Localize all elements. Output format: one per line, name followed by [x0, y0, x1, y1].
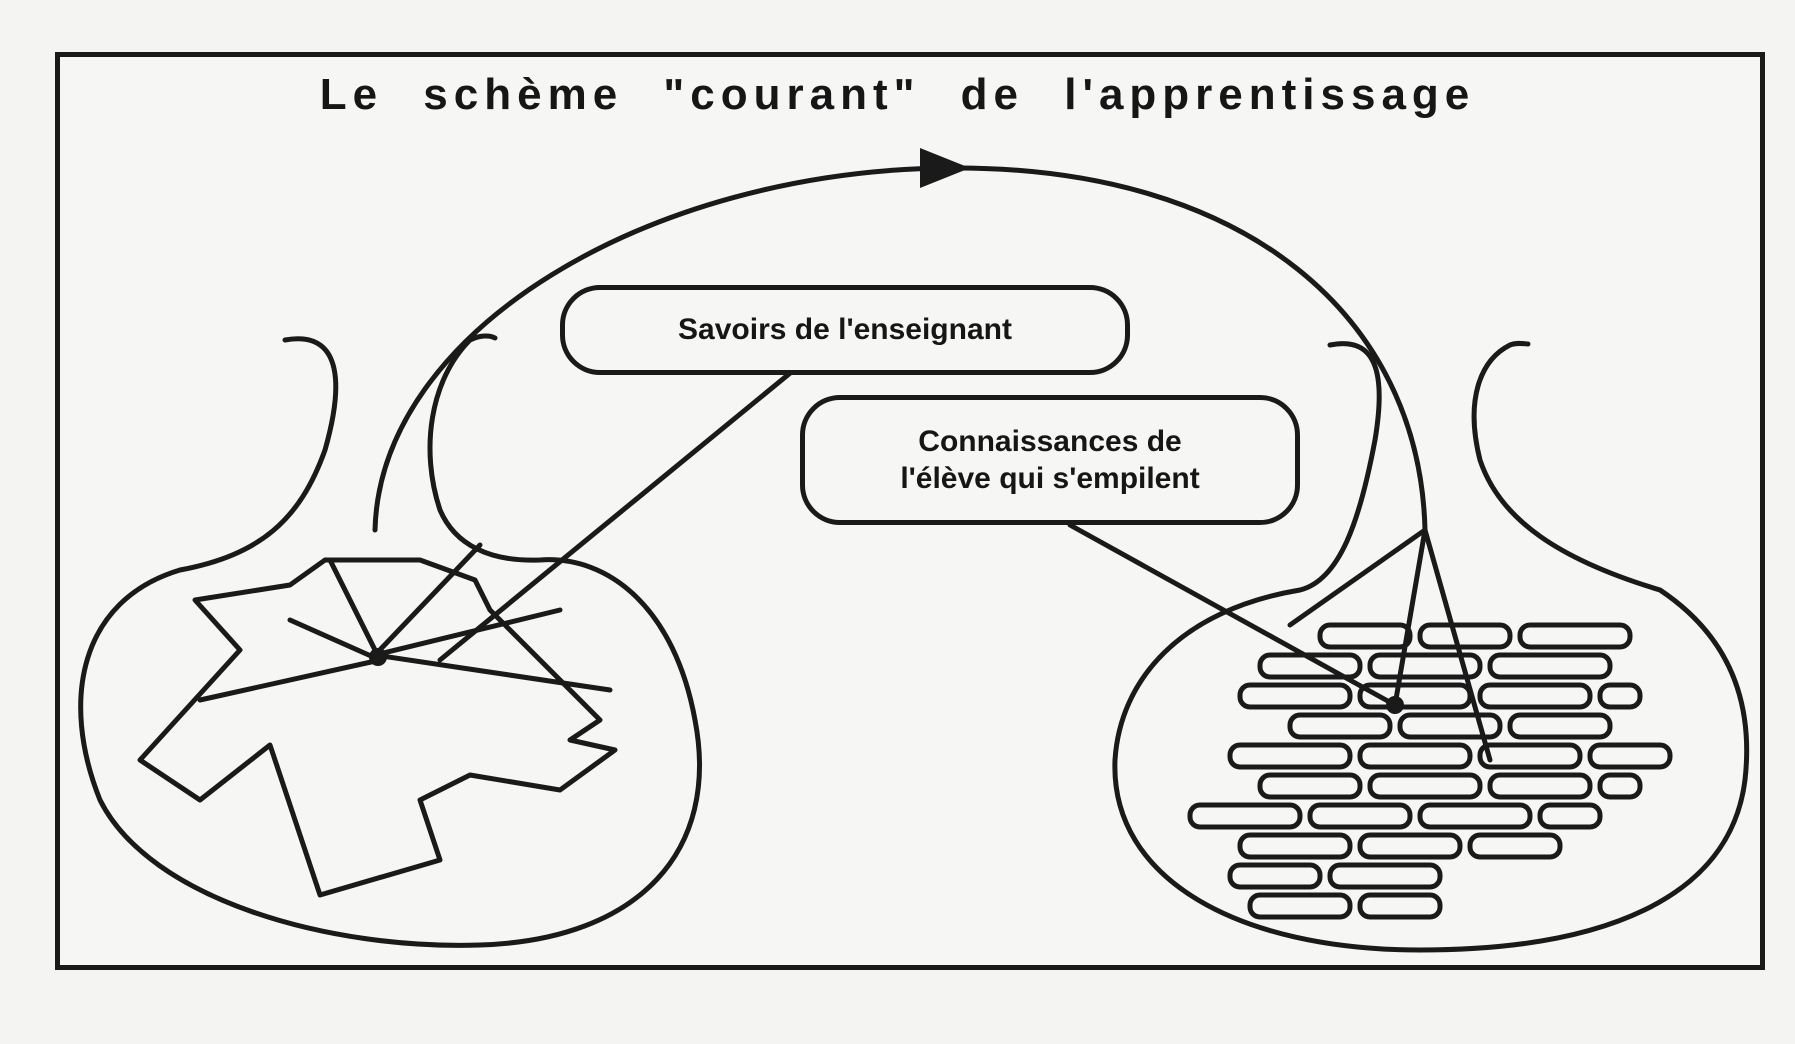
- left-head-outline: [78, 333, 702, 948]
- diagram-title: Le schème "courant" de l'apprentissage: [319, 70, 1476, 119]
- right-center-dot: [1386, 696, 1404, 714]
- savoirs-label-box: Savoirs de l'enseignant: [560, 285, 1130, 375]
- left-knowledge-shape: [137, 557, 618, 898]
- right-head-outline: [1112, 340, 1750, 953]
- savoirs-label: Savoirs de l'enseignant: [678, 313, 1012, 347]
- left-center-dot: [369, 648, 387, 666]
- connaissances-label: Connaissances de l'élève qui s'empilent: [900, 424, 1200, 496]
- right-knowledge-bricks: [1187, 622, 1673, 920]
- connaissances-label-box: Connaissances de l'élève qui s'empilent: [800, 395, 1300, 525]
- savoirs-connector: [437, 362, 803, 663]
- arc-arrowhead-icon: [920, 148, 970, 188]
